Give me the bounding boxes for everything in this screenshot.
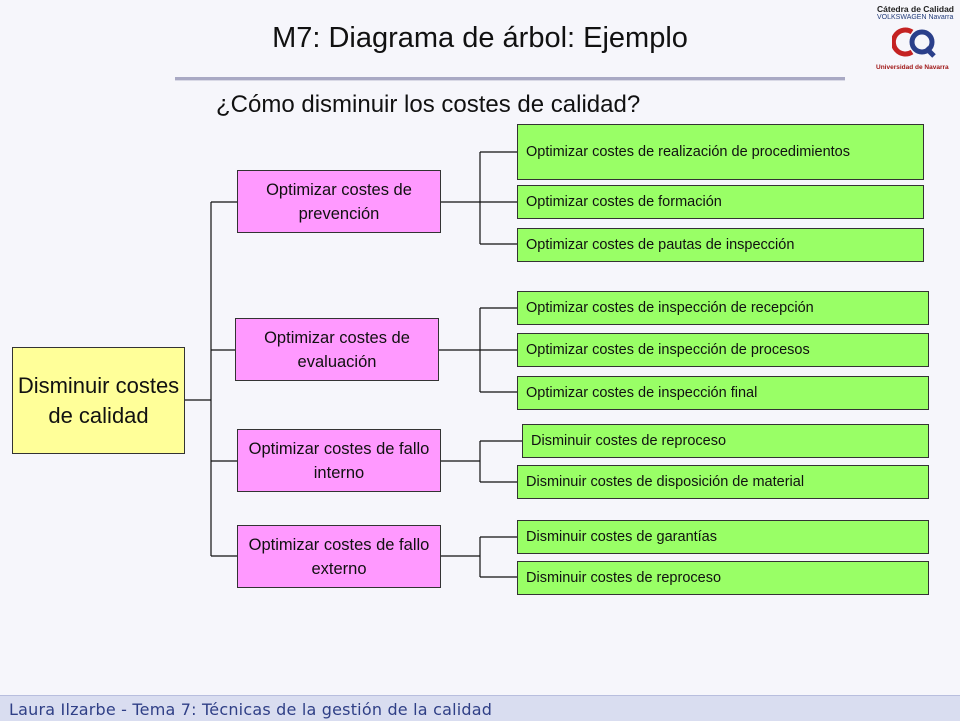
leaf-node: Optimizar costes de inspección final xyxy=(517,376,929,410)
logo-line-1: Cátedra de Calidad xyxy=(877,4,954,14)
logo-mark-icon xyxy=(892,27,936,58)
question-text: ¿Cómo disminuir los costes de calidad? xyxy=(216,91,641,118)
leaf-node: Optimizar costes de realización de proce… xyxy=(517,124,924,180)
leaf-node: Disminuir costes de reproceso xyxy=(522,424,929,458)
slide-title: M7: Diagrama de árbol: Ejemplo xyxy=(272,22,688,54)
logo-university: Universidad de Navarra xyxy=(876,64,949,71)
branch-node-prevention: Optimizar costes de prevención xyxy=(237,170,441,233)
leaf-node: Disminuir costes de reproceso xyxy=(517,561,929,595)
leaf-node: Optimizar costes de pautas de inspección xyxy=(517,228,924,262)
branch-node-internal-failure: Optimizar costes de fallo interno xyxy=(237,429,441,492)
branch-node-evaluation: Optimizar costes de evaluación xyxy=(235,318,439,381)
footer-text: Laura Ilzarbe - Tema 7: Técnicas de la g… xyxy=(9,700,493,719)
leaf-node: Disminuir costes de garantías xyxy=(517,520,929,554)
title-rule xyxy=(175,77,845,80)
leaf-node: Disminuir costes de disposición de mater… xyxy=(517,465,929,499)
leaf-node: Optimizar costes de formación xyxy=(517,185,924,219)
logo-line-2: VOLKSWAGEN Navarra xyxy=(877,14,954,21)
branch-node-external-failure: Optimizar costes de fallo externo xyxy=(237,525,441,588)
footer-bar: Laura Ilzarbe - Tema 7: Técnicas de la g… xyxy=(0,695,960,721)
leaf-node: Optimizar costes de inspección de recepc… xyxy=(517,291,929,325)
university-logo: Cátedra de Calidad VOLKSWAGEN Navarra Un… xyxy=(862,2,958,74)
leaf-node: Optimizar costes de inspección de proces… xyxy=(517,333,929,367)
root-node: Disminuir costes de calidad xyxy=(12,347,185,454)
